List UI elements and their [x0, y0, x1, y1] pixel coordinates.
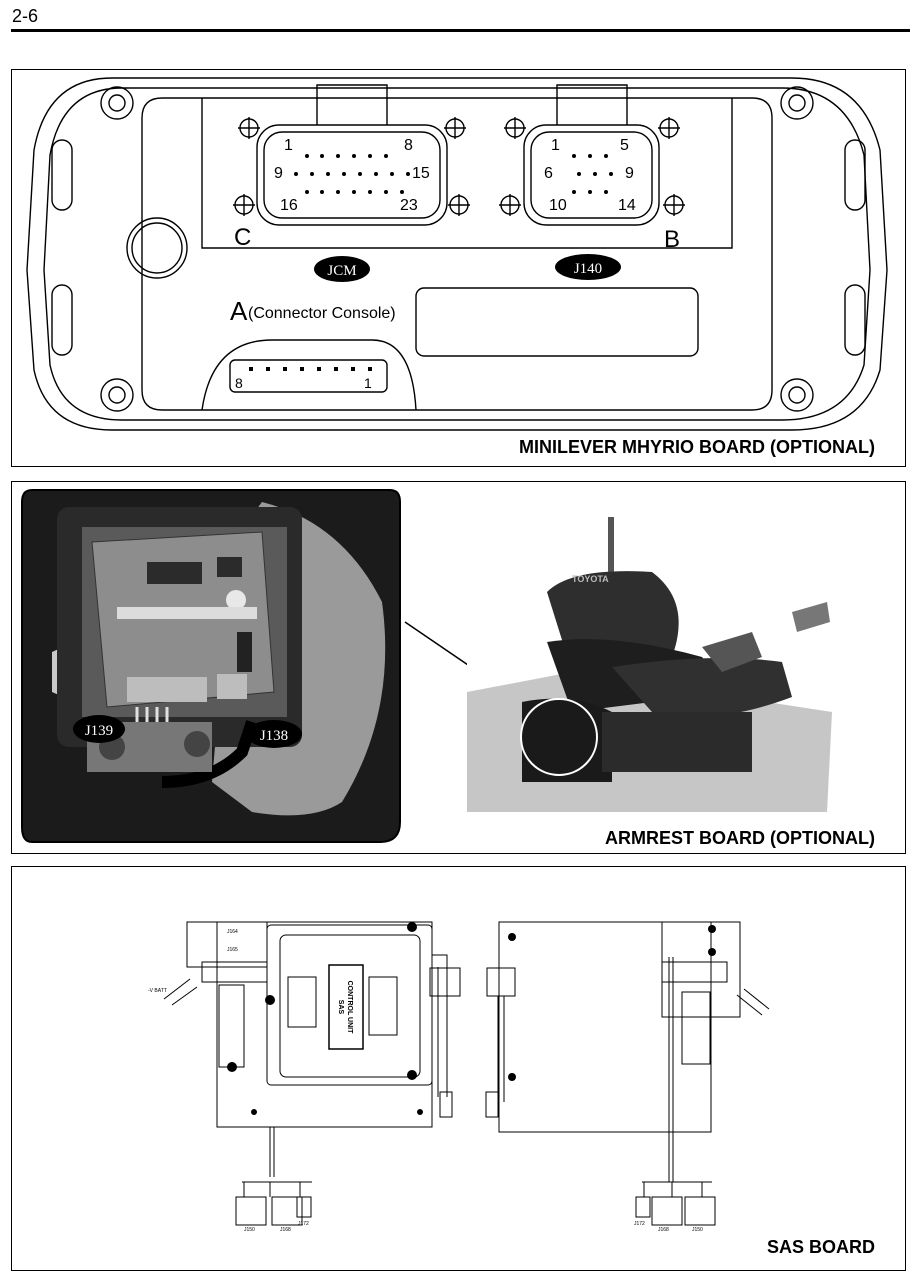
header-rule	[11, 29, 910, 32]
connector-b-pin-6: 6	[544, 165, 553, 182]
connector-b-pin-14: 14	[618, 197, 636, 214]
connector-b-letter: B	[664, 226, 680, 253]
left-bottom-label-3: J172	[298, 1221, 309, 1227]
connector-c-pin-9: 9	[274, 165, 283, 182]
left-bottom-label-1: J150	[244, 1227, 255, 1233]
sas-unit-label-1: SAS	[337, 1000, 344, 1015]
connector-b-pin-5: 5	[620, 137, 629, 154]
j138-label: J138	[260, 728, 288, 744]
connector-j164: J164	[227, 929, 238, 935]
right-bottom-label-2: J168	[658, 1227, 669, 1233]
connector-b-pin-9: 9	[625, 165, 634, 182]
connector-c-pin-1: 1	[284, 137, 293, 154]
armrest-caption: ARMREST BOARD (OPTIONAL)	[605, 828, 875, 848]
connector-a-letter: A	[230, 296, 248, 326]
seat-photo: TOYOTA	[467, 512, 837, 812]
j140-label: J140	[574, 261, 602, 277]
minilever-caption: MINILEVER MHYRIO BOARD (OPTIONAL)	[519, 437, 875, 457]
connector-c-letter: C	[234, 224, 251, 251]
right-bottom-label-3: J150	[692, 1227, 703, 1233]
connector-j165: J165	[227, 947, 238, 953]
sas-board-drawing: SAS CONTROL UNIT -V BATT J164 J165 J150 …	[148, 921, 770, 1233]
connector-b-pin-1: 1	[551, 137, 560, 154]
vbatt-label: -V BATT	[148, 988, 167, 994]
armrest-photos: J139 J138 TOYOTA	[21, 489, 837, 843]
connector-c-pin-8: 8	[404, 137, 413, 154]
connector-b-pin-10: 10	[549, 197, 567, 214]
connector-c-pin-15: 15	[412, 165, 430, 182]
left-bottom-label-2: J168	[280, 1227, 291, 1233]
armrest-panel: J139 J138 TOYOTA ARMREST BOARD (OPTIONAL…	[11, 481, 906, 854]
connector-a-pin-1: 1	[364, 375, 372, 391]
right-bottom-label-1: J172	[634, 1221, 645, 1227]
minilever-panel: 1 8 9 15 16 23 C 1 5 6 9 10 14 B A (Conn…	[11, 69, 906, 467]
j140-oval	[555, 254, 621, 280]
jcm-label: JCM	[327, 263, 356, 279]
connector-c-pin-23: 23	[400, 197, 418, 214]
sas-caption: SAS BOARD	[766, 1237, 875, 1257]
sas-panel: SAS CONTROL UNIT -V BATT J164 J165 J150 …	[11, 866, 906, 1271]
sas-unit-label-2: CONTROL UNIT	[346, 981, 353, 1034]
minilever-board-drawing: 1 8 9 15 16 23 C 1 5 6 9 10 14 B A (Conn…	[26, 77, 888, 431]
connector-c-pin-16: 16	[280, 197, 298, 214]
page-number: 2-6	[12, 6, 39, 26]
connector-a-pin-8: 8	[235, 375, 243, 391]
jcm-oval	[314, 256, 370, 282]
j139-label: J139	[85, 723, 113, 739]
connector-a-description: (Connector Console)	[248, 305, 396, 322]
seat-brand: TOYOTA	[572, 574, 609, 584]
